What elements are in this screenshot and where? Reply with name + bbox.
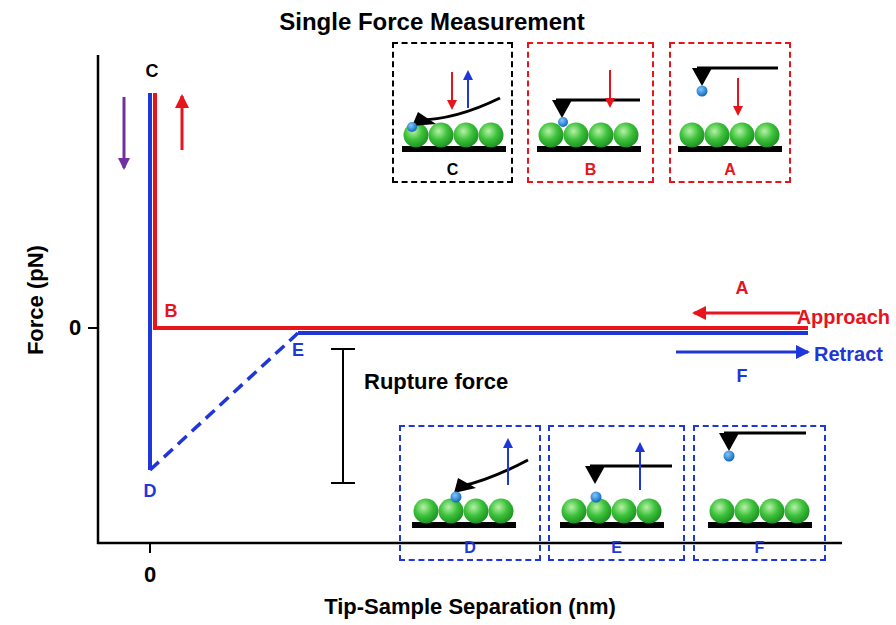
panel-letter: C xyxy=(394,161,511,179)
point-letter: B xyxy=(165,302,178,322)
curve-label: Retract xyxy=(814,343,883,365)
inset-c-illustration xyxy=(402,72,506,152)
inset-b-illustration xyxy=(537,70,641,152)
inset-d-illustration xyxy=(412,440,528,528)
axes xyxy=(88,55,842,553)
axis-title: Force (pN) xyxy=(24,245,48,355)
axis-tick: 0 xyxy=(144,563,156,587)
point-letter: E xyxy=(292,341,304,361)
inset-panel: C xyxy=(392,42,513,183)
measure-label: Rupture force xyxy=(364,370,508,394)
force-curves xyxy=(150,93,808,470)
inset-panel: D xyxy=(399,425,541,561)
point-letter: A xyxy=(736,279,749,299)
panel-letter: A xyxy=(671,161,789,179)
chart-title: Single Force Measurement xyxy=(279,9,584,35)
inset-panel: F xyxy=(693,425,826,561)
panel-letter: D xyxy=(401,539,539,557)
rupture-bracket xyxy=(331,349,355,483)
inset-f-illustration xyxy=(708,433,812,528)
axis-title: Tip-Sample Separation (nm) xyxy=(324,595,616,619)
axis-tick: 0 xyxy=(69,316,81,340)
panel-letter: E xyxy=(550,539,683,557)
direction-arrows xyxy=(124,96,808,352)
curve-label: Approach xyxy=(797,306,890,328)
inset-e-illustration xyxy=(560,444,672,528)
inset-panel: B xyxy=(527,42,654,183)
point-letter: F xyxy=(737,367,748,387)
panel-letter: F xyxy=(695,539,824,557)
panel-letter: B xyxy=(529,161,652,179)
point-letter: C xyxy=(146,62,159,82)
inset-panel: A xyxy=(669,42,791,183)
inset-a-illustration xyxy=(678,68,782,152)
inset-panel: E xyxy=(548,425,685,561)
point-letter: D xyxy=(144,482,157,502)
